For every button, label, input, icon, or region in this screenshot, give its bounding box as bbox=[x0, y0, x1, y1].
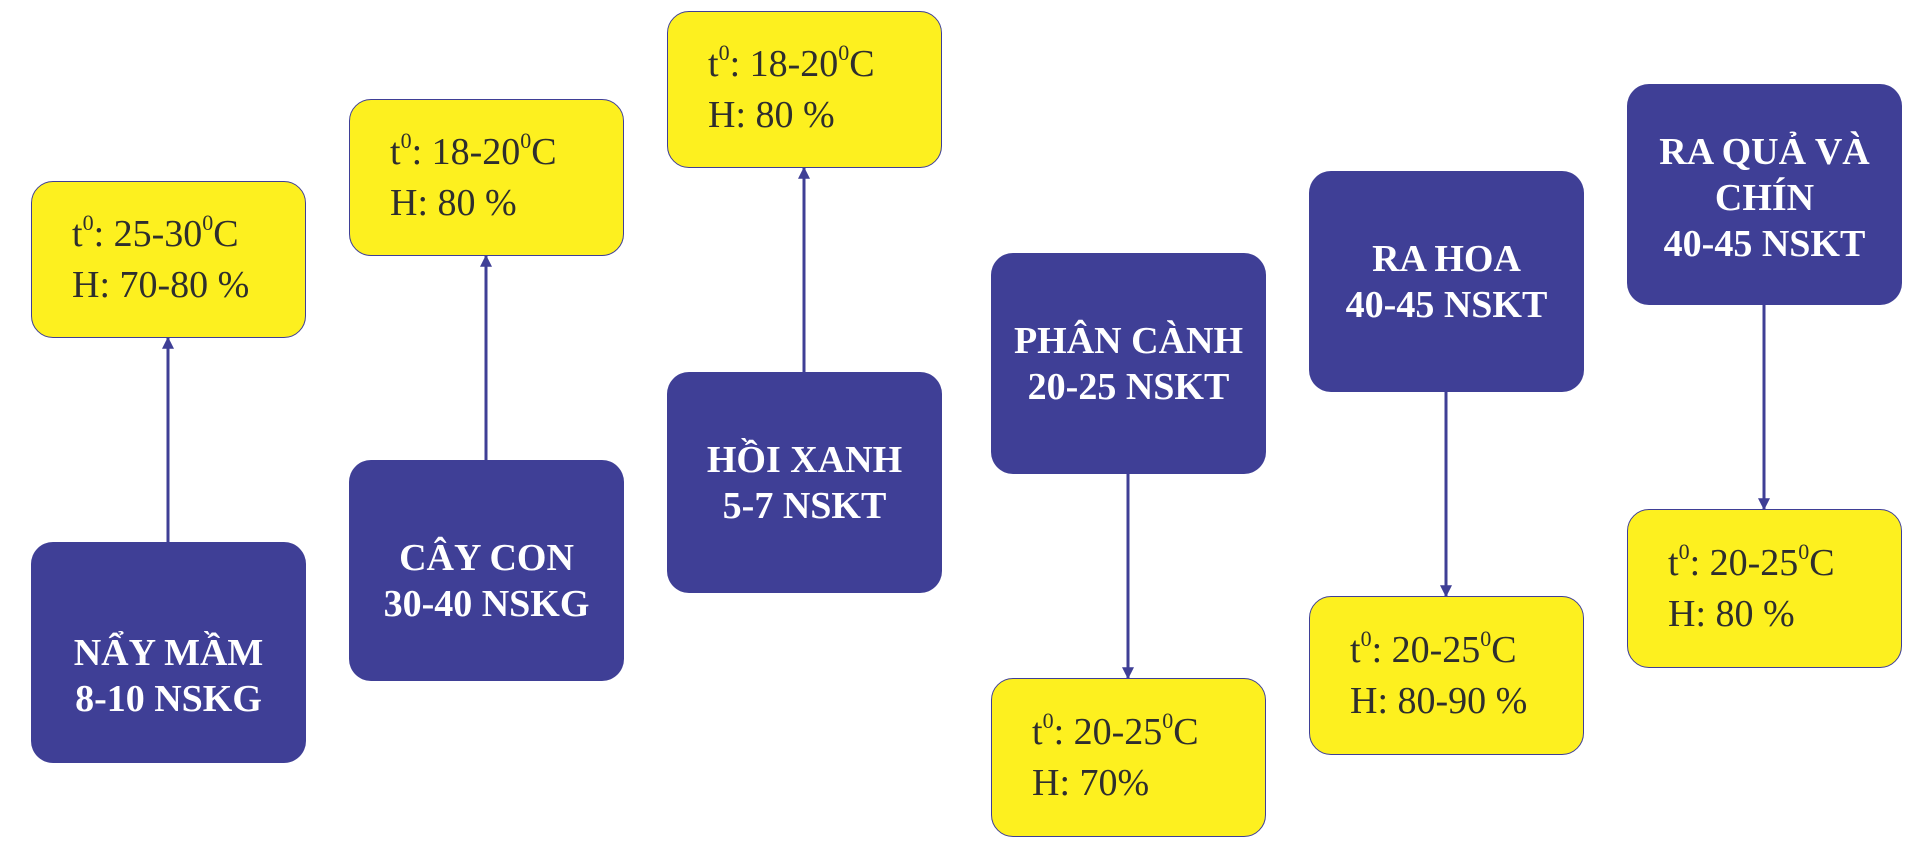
stage-duration: 8-10 NSKG bbox=[75, 677, 262, 720]
condition-box-cay-con: t0: 18-200C H: 80 % bbox=[349, 99, 624, 256]
stage-duration: 20-25 NSKT bbox=[1027, 365, 1230, 408]
condition-box-hoi-xanh: t0: 18-200C H: 80 % bbox=[667, 11, 942, 168]
condition-box-nay-mam: t0: 25-300C H: 70-80 % bbox=[31, 181, 306, 338]
temperature-text: t0: 18-200C bbox=[390, 128, 557, 173]
stage-name-cont: CHÍN bbox=[1714, 177, 1815, 219]
condition-box-ra-qua: t0: 20-250C H: 80 % bbox=[1627, 509, 1902, 668]
humidity-text: H: 70-80 % bbox=[72, 264, 250, 306]
stage-box-cay-con: CÂY CON 30-40 NSKG bbox=[349, 460, 624, 681]
stage-box-hoi-xanh: HỒI XANH 5-7 NSKT bbox=[667, 372, 942, 593]
stage-box-nay-mam: NẨY MẦM 8-10 NSKG bbox=[31, 542, 306, 763]
humidity-text: H: 70% bbox=[1032, 762, 1150, 804]
condition-box-phan-canh: t0: 20-250C H: 70% bbox=[991, 678, 1266, 837]
stage-name: CÂY CON bbox=[399, 536, 574, 579]
stage-duration: 30-40 NSKG bbox=[383, 582, 590, 625]
condition-box-ra-hoa: t0: 20-250C H: 80-90 % bbox=[1309, 596, 1584, 755]
stage-duration: 40-45 NSKT bbox=[1663, 223, 1866, 265]
stage-box-phan-canh: PHÂN CÀNH 20-25 NSKT bbox=[991, 253, 1266, 474]
stage-name: RA HOA bbox=[1372, 237, 1521, 280]
stage-box-ra-qua: RA QUẢ VÀ CHÍN 40-45 NSKT bbox=[1627, 84, 1902, 305]
stage-name: RA QUẢ VÀ bbox=[1659, 131, 1870, 173]
humidity-text: H: 80 % bbox=[390, 182, 517, 224]
stage-box-ra-hoa: RA HOA 40-45 NSKT bbox=[1309, 171, 1584, 392]
stage-name: PHÂN CÀNH bbox=[1013, 319, 1244, 362]
temperature-text: t0: 20-250C bbox=[1668, 539, 1835, 584]
humidity-text: H: 80 % bbox=[1668, 593, 1795, 635]
temperature-text: t0: 20-250C bbox=[1350, 626, 1517, 671]
stage-name: NẨY MẦM bbox=[73, 631, 264, 674]
temperature-text: t0: 18-200C bbox=[708, 40, 875, 85]
temperature-text: t0: 25-300C bbox=[72, 210, 239, 255]
stage-duration: 5-7 NSKT bbox=[722, 484, 887, 527]
stage-name: HỒI XANH bbox=[706, 438, 903, 481]
humidity-text: H: 80-90 % bbox=[1350, 680, 1528, 722]
humidity-text: H: 80 % bbox=[708, 94, 835, 136]
temperature-text: t0: 20-250C bbox=[1032, 708, 1199, 753]
stage-duration: 40-45 NSKT bbox=[1345, 283, 1548, 326]
